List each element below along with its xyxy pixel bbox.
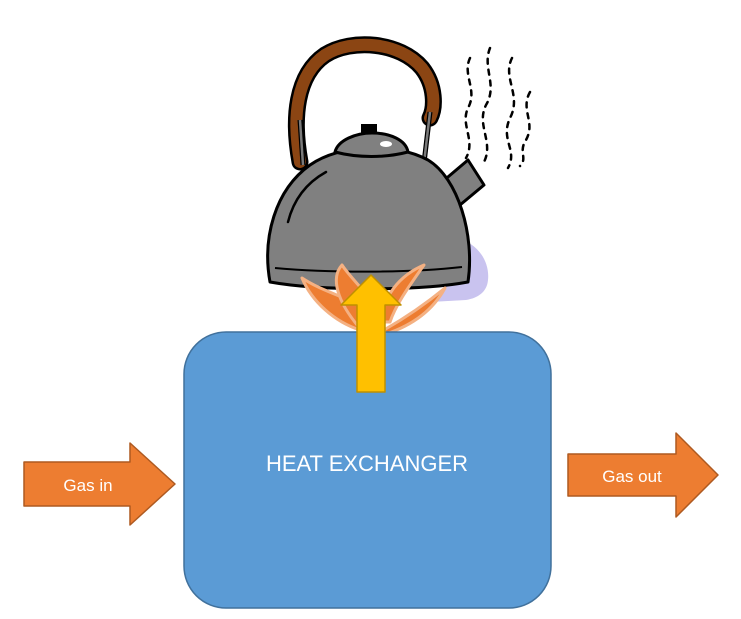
kettle-lid bbox=[333, 131, 410, 158]
kettle-rim bbox=[274, 266, 463, 273]
heat-arrow-up bbox=[340, 274, 402, 393]
kettle-lid-glint bbox=[380, 141, 392, 147]
kettle-handle bbox=[287, 36, 442, 171]
kettle-body bbox=[266, 146, 472, 291]
gas-in-arrow bbox=[23, 442, 176, 526]
kettle-highlight bbox=[286, 170, 328, 224]
gas-in-label: Gas in bbox=[63, 476, 112, 495]
gas-out-arrow bbox=[567, 432, 719, 518]
heat-exchanger-label: HEAT EXCHANGER bbox=[266, 451, 468, 476]
kettle-knob bbox=[361, 124, 377, 134]
gas-out-label: Gas out bbox=[602, 467, 662, 486]
steam-icon bbox=[464, 46, 532, 170]
